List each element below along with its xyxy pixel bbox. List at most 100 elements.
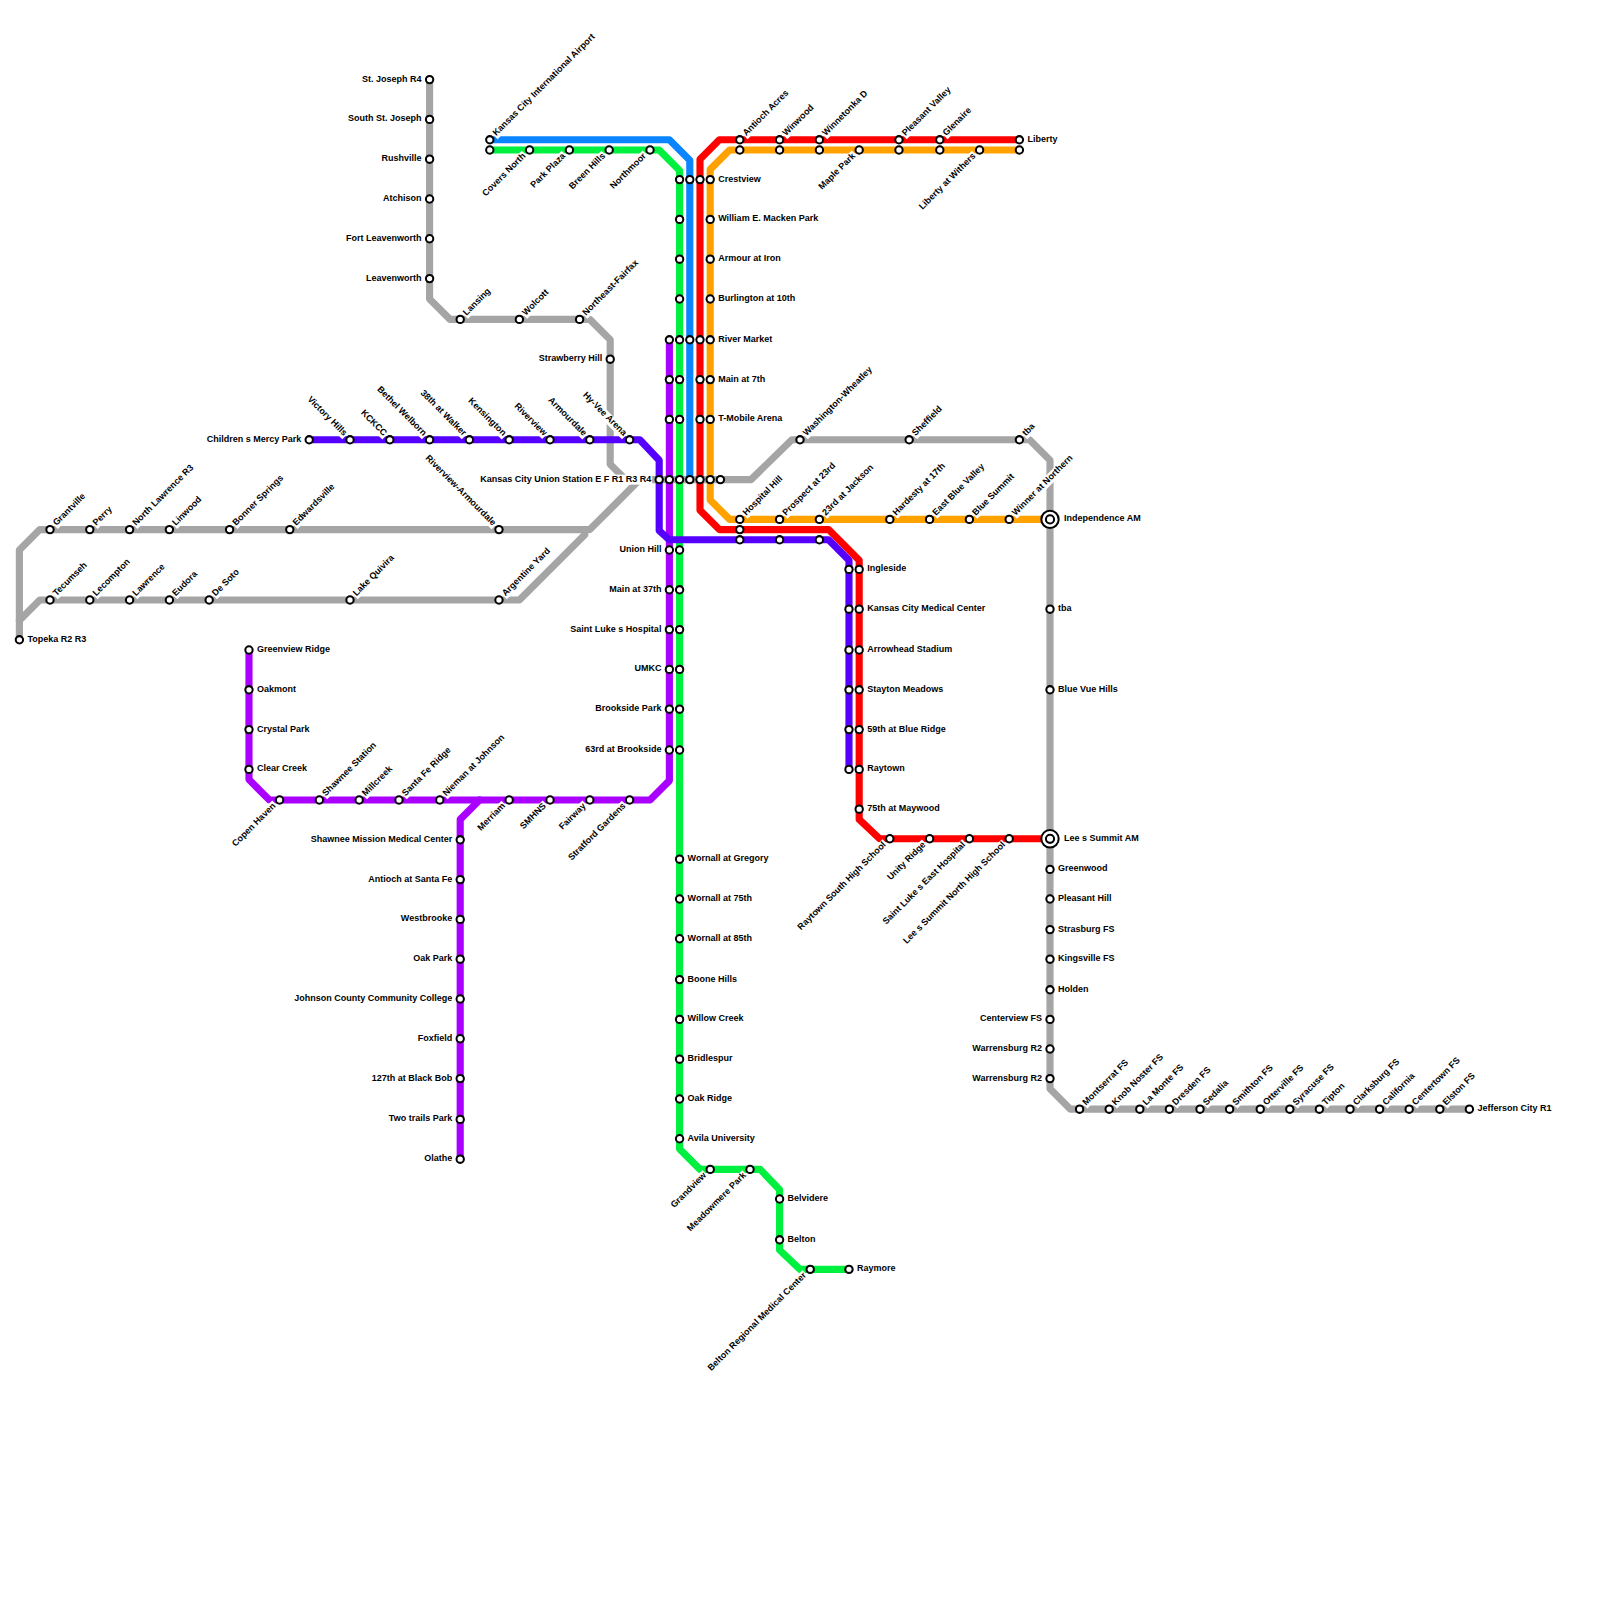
station-dot	[776, 146, 783, 153]
station-label: Pleasant Hill	[1057, 894, 1113, 904]
stations	[16, 76, 1473, 1273]
station-dot	[856, 646, 863, 653]
station-dot	[606, 146, 613, 153]
station-label: Armour at Iron	[717, 254, 782, 264]
station-dot	[666, 376, 673, 383]
station-dot	[696, 336, 703, 343]
station-label: Union Hill	[618, 545, 662, 555]
station-dot	[607, 356, 614, 363]
station-label: Raytown	[866, 764, 906, 774]
station-dot	[566, 146, 573, 153]
station-label: Warrensburg R2	[971, 1044, 1043, 1054]
route-line	[309, 440, 849, 770]
station-label: T-Mobile Arena	[717, 414, 783, 424]
station-label: Tecumseh	[51, 560, 90, 599]
station-label: Washington-Wheatley	[801, 364, 876, 439]
station-dot	[495, 596, 502, 603]
station-label: 59th at Blue Ridge	[866, 725, 947, 735]
station-dot	[676, 336, 683, 343]
station-label: Willow Creek	[687, 1014, 745, 1024]
station-dot	[1046, 686, 1053, 693]
station-dot	[776, 1195, 783, 1202]
station-label: Grantville	[51, 491, 89, 529]
station-dot	[676, 476, 683, 483]
station-label: Sheffield	[910, 404, 945, 439]
station-dot	[1046, 1016, 1053, 1023]
station-dot	[1346, 1106, 1353, 1113]
station-label: Kansas City Medical Center	[866, 604, 986, 614]
station-label: Ingleside	[866, 564, 907, 574]
route-line	[490, 140, 690, 480]
station-dot	[936, 136, 943, 143]
station-dot	[1046, 1075, 1053, 1082]
station-dot	[686, 176, 693, 183]
station-dot	[666, 546, 673, 553]
station-dot	[845, 566, 852, 573]
station-label: Tipton	[1320, 1081, 1348, 1109]
station-label: Warrensburg R2	[971, 1074, 1043, 1084]
station-label: Rushville	[381, 154, 423, 164]
station-dot	[676, 176, 683, 183]
station-label: Foxfield	[417, 1034, 454, 1044]
station-label: tba	[1057, 604, 1073, 614]
station-label: UMKC	[633, 664, 662, 674]
station-dot	[1166, 1106, 1173, 1113]
station-dot	[457, 956, 464, 963]
station-dot	[126, 526, 133, 533]
station-dot	[516, 316, 523, 323]
station-dot	[707, 295, 714, 302]
station-dot	[676, 626, 683, 633]
station-dot	[895, 146, 902, 153]
station-dot	[676, 546, 683, 553]
station-label: Wornall at 75th	[687, 894, 753, 904]
station-dot	[666, 586, 673, 593]
station-label: Topeka R2 R3	[26, 635, 87, 645]
station-dot	[1136, 1106, 1143, 1113]
station-label: Children s Mercy Park	[206, 435, 303, 445]
station-label: SMHNS	[518, 801, 549, 832]
station-label: 63rd at Brookside	[584, 745, 662, 755]
station-label: Lake Quivira	[351, 553, 398, 600]
station-dot	[676, 295, 683, 302]
station-dot	[886, 835, 893, 842]
station-dot	[276, 796, 283, 803]
station-dot	[346, 436, 353, 443]
station-label: Brookside Park	[594, 704, 662, 714]
station-dot	[816, 146, 823, 153]
station-dot	[856, 686, 863, 693]
station-label: Winwood	[780, 102, 817, 139]
station-dot	[395, 796, 402, 803]
station-dot	[426, 436, 433, 443]
station-label: Riverview-Armourdale	[422, 453, 498, 529]
station-dot	[1076, 1106, 1083, 1113]
station-label: Crestview	[717, 175, 762, 185]
station-label: Oak Ridge	[687, 1094, 734, 1104]
station-dot	[736, 536, 743, 543]
station-label: Bridlespur	[687, 1054, 734, 1064]
station-dot	[845, 606, 852, 613]
station-label: Unity Ridge	[885, 840, 929, 884]
station-label: St. Joseph R4	[361, 75, 423, 85]
station-dot	[495, 526, 502, 533]
station-dot	[845, 1266, 852, 1273]
station-dot	[676, 895, 683, 902]
station-dot	[807, 1266, 814, 1273]
station-dot	[1006, 835, 1013, 842]
station-dot	[1196, 1106, 1203, 1113]
station-label: Main at 37th	[608, 585, 662, 595]
station-label: Clear Creek	[256, 764, 308, 774]
route-line	[490, 150, 849, 1269]
station-dot	[707, 256, 714, 263]
station-label: Crystal Park	[256, 725, 311, 735]
station-label: Copen Haven	[230, 801, 279, 850]
station-dot	[646, 146, 653, 153]
station-label: Lee s Summit AM	[1063, 834, 1140, 844]
station-dot	[816, 516, 823, 523]
station-label: Northeast-Fairfax	[580, 258, 641, 319]
station-dot	[736, 136, 743, 143]
station-label: De Soto	[210, 567, 242, 599]
station-label: Bonner Springs	[230, 473, 286, 529]
station-dot	[926, 835, 933, 842]
